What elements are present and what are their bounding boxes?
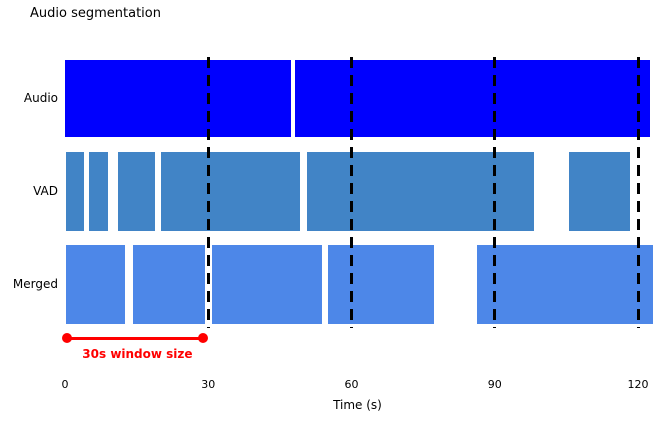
x-tick-label: 120	[627, 378, 649, 391]
segment-bar	[65, 152, 85, 231]
segment-bar	[132, 245, 205, 324]
segment-bar	[328, 245, 435, 324]
x-axis-label: Time (s)	[333, 398, 382, 412]
segment-bar	[65, 60, 291, 137]
segment-bar	[160, 152, 300, 231]
x-tick-label: 0	[61, 378, 69, 391]
segment-bar	[295, 60, 650, 137]
row-label-merged: Merged	[12, 276, 58, 291]
window-boundary-line	[636, 57, 640, 328]
window-size-arrow	[67, 337, 204, 340]
segment-bar	[65, 245, 126, 324]
window-boundary-line	[350, 57, 353, 328]
segment-bar	[307, 152, 534, 231]
segment-bar	[118, 152, 155, 231]
window-boundary-line	[493, 57, 497, 328]
row-label-audio: Audio	[23, 90, 58, 105]
segment-bar	[477, 245, 653, 324]
figure-title: Audio segmentation	[30, 6, 161, 21]
window-boundary-line	[206, 57, 210, 328]
window-size-arrow-end	[198, 333, 209, 343]
x-tick-label: 90	[487, 378, 502, 391]
x-tick-label: 30	[201, 378, 216, 391]
window-size-arrow-end	[62, 333, 73, 343]
x-tick-label: 60	[344, 378, 359, 391]
segment-bar	[568, 152, 630, 231]
window-size-label: 30s window size	[82, 347, 193, 361]
segment-bar	[88, 152, 108, 231]
segment-bar	[212, 245, 322, 324]
row-label-vad: VAD	[33, 183, 58, 198]
